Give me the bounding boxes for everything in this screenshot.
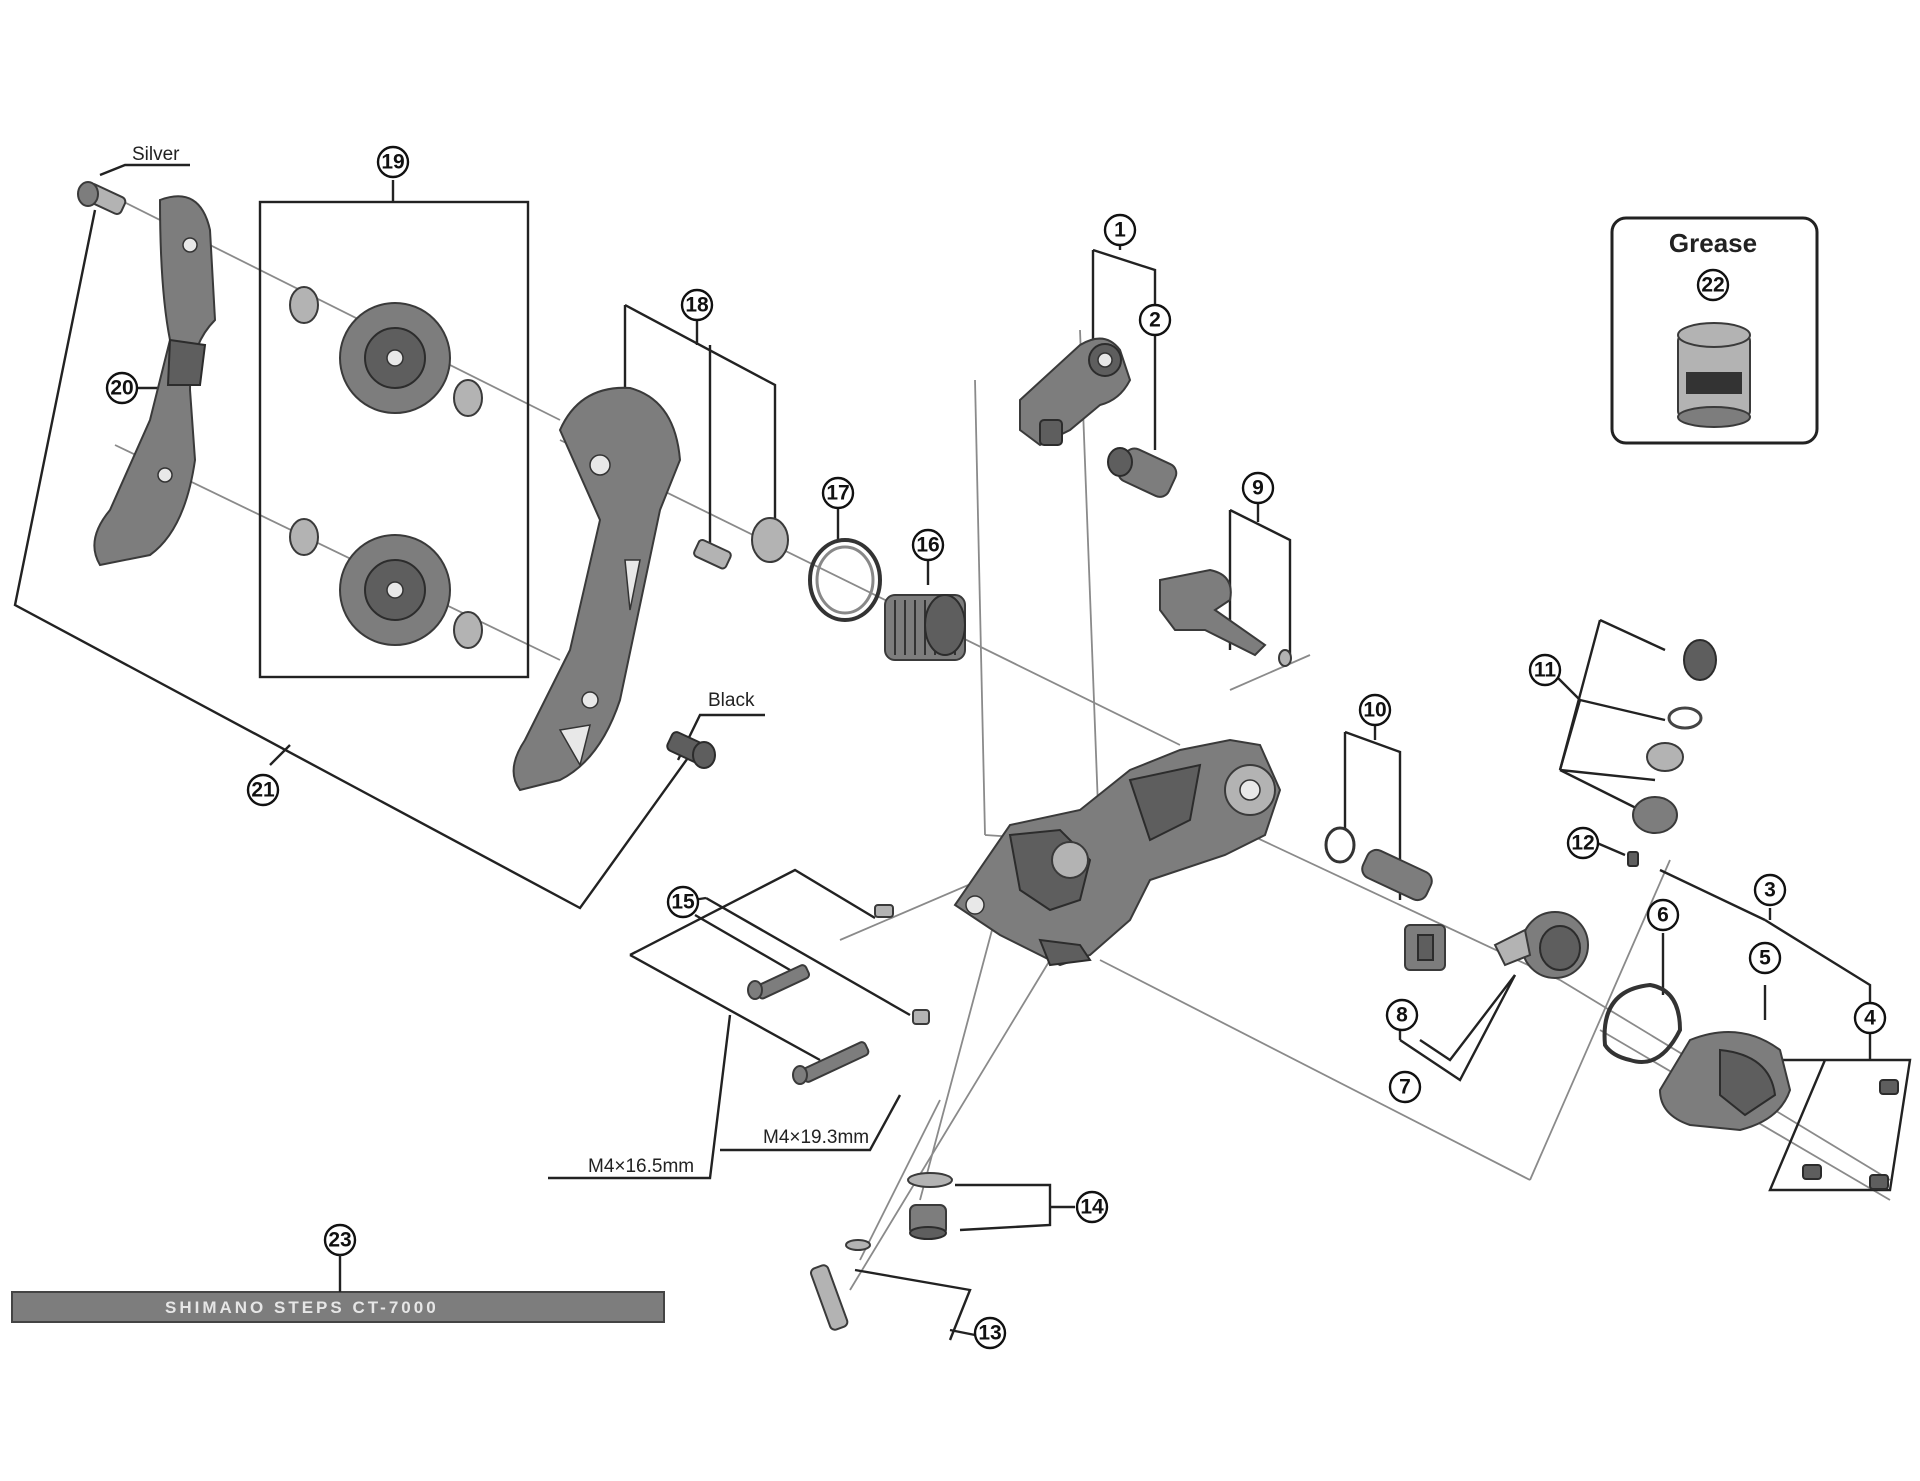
svg-text:14: 14 <box>1080 1196 1104 1219</box>
svg-text:8: 8 <box>1396 1004 1408 1027</box>
cable-link-part <box>1159 568 1292 667</box>
callout-4: 4 <box>1853 1001 1887 1035</box>
silver-label: Silver <box>132 144 180 165</box>
callout-10: 10 <box>1358 693 1392 727</box>
svg-text:4: 4 <box>1864 1007 1876 1030</box>
pivot-pin <box>1324 826 1433 902</box>
callout-16: 16 <box>911 528 945 562</box>
svg-text:17: 17 <box>826 482 849 505</box>
callout-20: 20 <box>105 371 139 405</box>
lower-pulley <box>289 518 483 649</box>
bolt-length-long-label: M4×19.3mm <box>763 1127 869 1148</box>
svg-text:19: 19 <box>381 151 404 174</box>
callout-6: 6 <box>1646 898 1680 932</box>
cover-screws <box>1802 1079 1899 1190</box>
svg-text:15: 15 <box>671 891 695 914</box>
b-link-assembly <box>1019 337 1132 447</box>
svg-text:3: 3 <box>1764 879 1776 902</box>
small-screw <box>1627 851 1639 867</box>
svg-text:13: 13 <box>978 1322 1001 1345</box>
callout-9: 9 <box>1241 471 1275 505</box>
callout-1: 1 <box>1103 213 1137 247</box>
svg-text:10: 10 <box>1363 699 1386 722</box>
inner-plate <box>512 386 682 792</box>
svg-text:2: 2 <box>1149 309 1161 332</box>
svg-text:9: 9 <box>1252 477 1264 500</box>
leader-lines <box>13 163 1912 1341</box>
motor-cover <box>1658 1031 1792 1132</box>
gasket-ring <box>1602 982 1683 1064</box>
svg-text:18: 18 <box>685 294 709 317</box>
motor-unit <box>1493 911 1589 979</box>
callout-11: 11 <box>1528 653 1562 687</box>
callout-23: 23 <box>323 1223 357 1257</box>
cable-adjuster-set <box>1632 639 1717 834</box>
svg-text:1: 1 <box>1114 219 1126 242</box>
svg-text:Grease: Grease <box>1669 228 1757 258</box>
callout-17: 17 <box>821 476 855 510</box>
callout-19: 19 <box>376 145 410 179</box>
tension-spring <box>884 594 966 661</box>
electric-cable: SHIMANO STEPS CT-7000 <box>11 1291 665 1323</box>
callout-14: 14 <box>1075 1190 1109 1224</box>
svg-text:23: 23 <box>328 1229 351 1252</box>
clip-ring <box>808 538 882 622</box>
adjust-bolts <box>747 904 930 1085</box>
callout-3: 3 <box>1753 873 1787 907</box>
pulley-axle <box>693 517 789 570</box>
callout-22: 22 <box>1696 268 1730 302</box>
connector-holder <box>1404 924 1446 971</box>
outer-plate <box>93 195 217 567</box>
svg-text:11: 11 <box>1534 659 1557 682</box>
derailleur-main-body <box>953 738 1282 967</box>
fixing-bolt-13 <box>810 1239 871 1331</box>
upper-pulley <box>289 286 483 417</box>
svg-text:12: 12 <box>1571 832 1594 855</box>
svg-text:7: 7 <box>1399 1076 1411 1099</box>
black-bolt <box>666 731 716 769</box>
silver-bolt <box>77 181 127 215</box>
svg-text:16: 16 <box>916 534 939 557</box>
callout-18: 18 <box>680 288 714 322</box>
fixing-bolt-14 <box>907 1172 953 1240</box>
grease-box: Grease <box>1610 216 1819 445</box>
svg-text:5: 5 <box>1759 947 1771 970</box>
callout-8: 8 <box>1385 998 1419 1032</box>
svg-text:6: 6 <box>1657 904 1669 927</box>
svg-text:20: 20 <box>110 377 133 400</box>
callout-12: 12 <box>1566 826 1600 860</box>
svg-text:21: 21 <box>251 779 275 802</box>
callout-13: 13 <box>973 1316 1007 1350</box>
b-axle <box>1107 447 1178 498</box>
bolt-length-short-label: M4×16.5mm <box>588 1156 694 1177</box>
callout-15: 15 <box>666 885 700 919</box>
svg-text:22: 22 <box>1701 274 1724 297</box>
svg-text:SHIMANO STEPS CT-7000: SHIMANO STEPS CT-7000 <box>165 1298 439 1317</box>
black-label: Black <box>708 690 755 711</box>
callout-7: 7 <box>1388 1070 1422 1104</box>
callout-5: 5 <box>1748 941 1782 975</box>
callout-21: 21 <box>246 773 280 807</box>
callout-2: 2 <box>1138 303 1172 337</box>
